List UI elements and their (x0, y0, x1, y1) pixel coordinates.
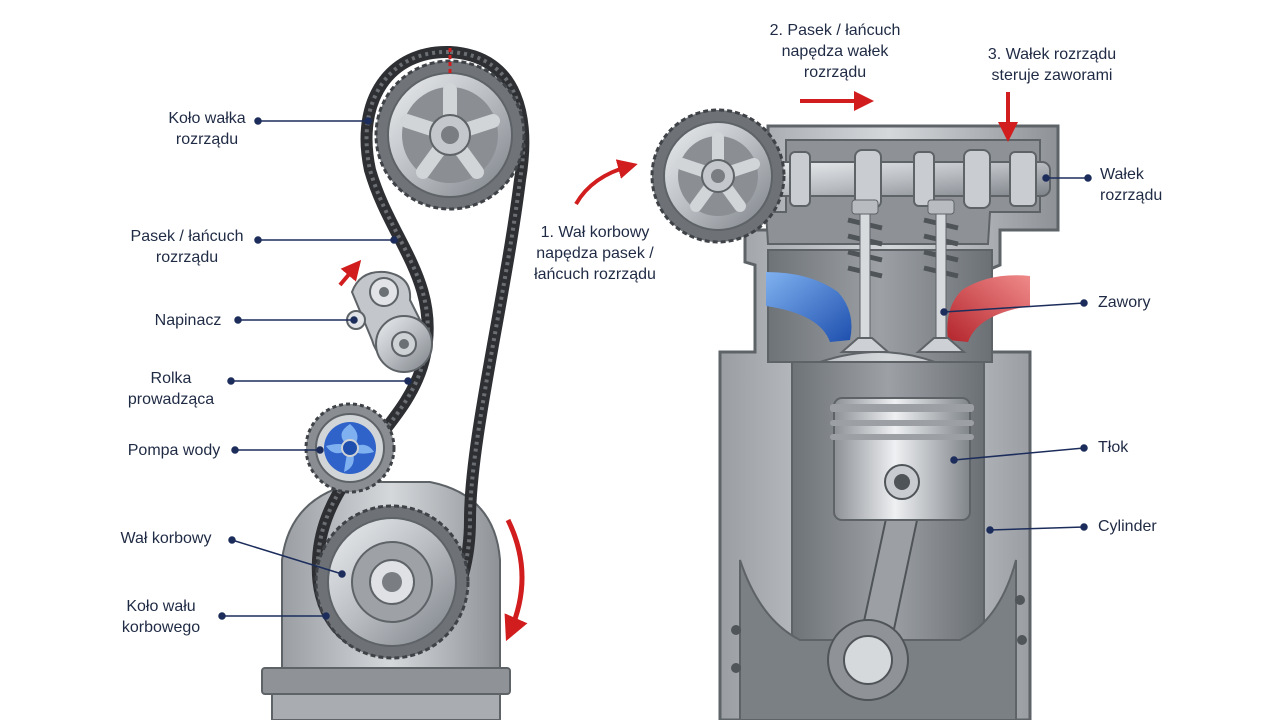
label-camshaft-pulley: Koło wałka rozrządu (168, 110, 246, 148)
left-leader-lines (218, 117, 412, 620)
label-camshaft: Wałek rozrządu (1100, 166, 1163, 204)
label-valves: Zawory (1098, 294, 1151, 311)
label-piston: Tłok (1098, 439, 1129, 456)
crankshaft-pulley-shape (314, 504, 470, 660)
label-timing-belt: Pasek / łańcuch rozrządu (130, 228, 244, 266)
camshaft-shape (759, 149, 1051, 209)
label-tensioner: Napinacz (154, 312, 222, 329)
intake-port-shape (766, 272, 852, 342)
step-1-arrow (574, 159, 638, 206)
label-step-2: 2. Pasek / łańcuch napędza wałek rozrząd… (769, 22, 901, 81)
camshaft-pulley-shape (374, 48, 526, 211)
piston-shape (827, 397, 974, 701)
guide-roller-shape (375, 315, 433, 373)
label-step-1: 1. Wał korbowy napędza pasek / łańcuch r… (534, 224, 656, 283)
label-step-3: 3. Wałek rozrządu steruje zaworami (987, 46, 1117, 84)
label-crankshaft: Wał korbowy (120, 530, 212, 547)
right-leader-lines (940, 174, 1092, 534)
crank-rotation-arrow (504, 518, 528, 642)
label-guide-roller: Rolka prowadząca (127, 370, 215, 408)
cam-sprocket-shape (650, 108, 786, 244)
label-water-pump: Pompa wody (127, 442, 221, 459)
tension-direction-arrow (338, 259, 362, 287)
water-pump-shape (304, 402, 396, 494)
label-cylinder: Cylinder (1098, 518, 1157, 535)
valves-shape (839, 199, 967, 353)
label-crankshaft-pulley: Koło wału korbowego (121, 598, 201, 636)
